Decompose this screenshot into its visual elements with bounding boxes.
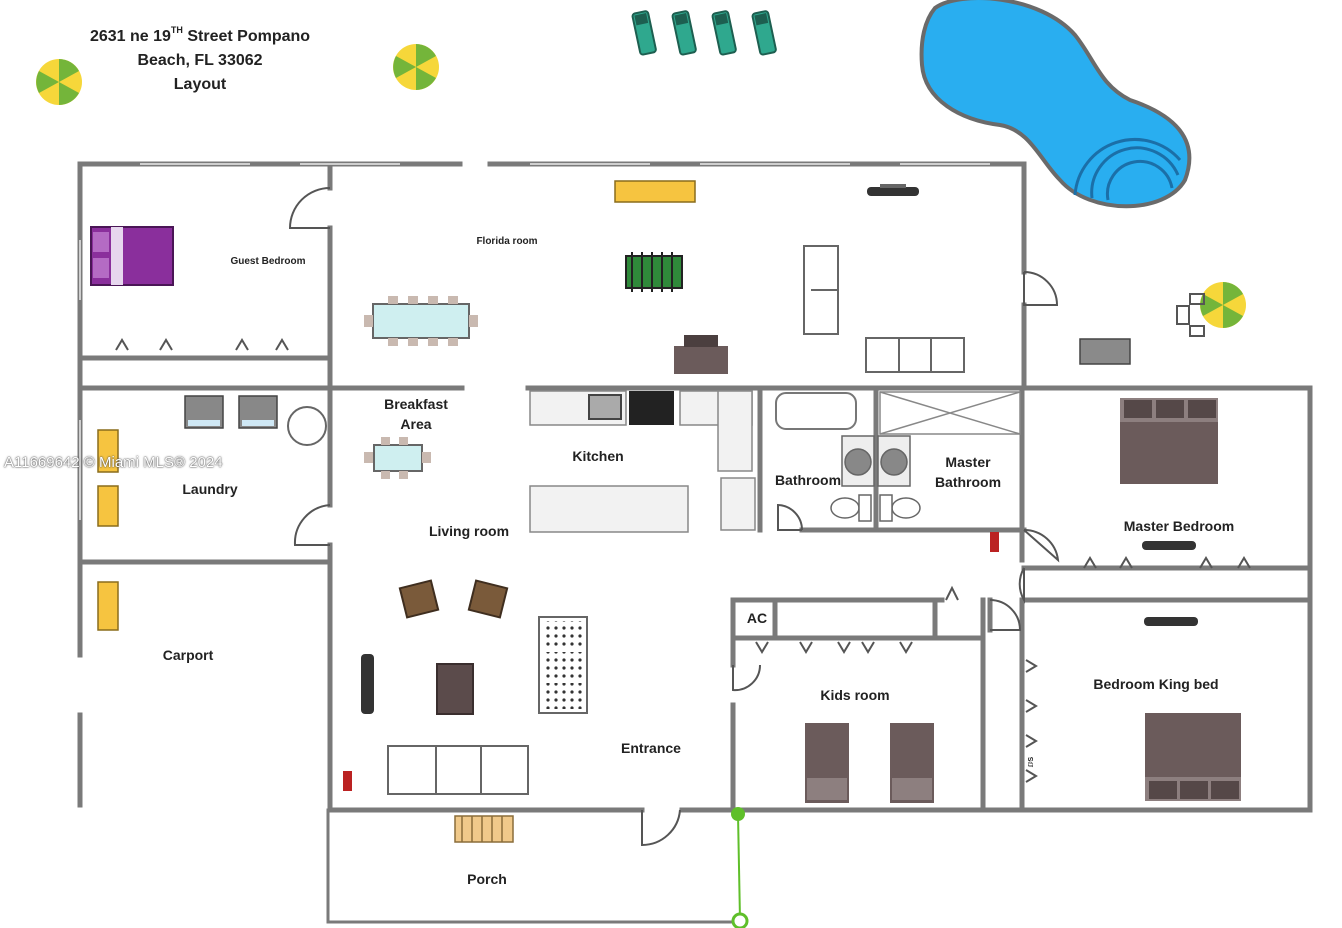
label-ac: AC (747, 610, 767, 626)
watermark: A11669642 © Miami MLS® 2024 (4, 454, 223, 471)
stove-icon (629, 391, 674, 425)
label-breakfast-area-1: Breakfast (384, 396, 448, 412)
label-florida-room: Florida room (476, 236, 537, 247)
bench-icon (614, 180, 696, 203)
label-guest-bedroom: Guest Bedroom (230, 256, 305, 267)
desk-icon (674, 335, 728, 374)
king-bed-icon (1120, 398, 1218, 484)
title-line-3: Layout (174, 76, 227, 93)
dining-table-icon (364, 296, 478, 346)
king-bed-icon (1145, 713, 1241, 801)
coffee-table-icon (538, 616, 588, 714)
umbrella-icon (36, 59, 82, 105)
umbrella-icon (393, 44, 439, 90)
patio-chairs-icon (1176, 293, 1205, 337)
ceiling-fan-icon (867, 184, 919, 196)
umbrella-icon (1200, 282, 1246, 328)
extinguisher-icon (343, 771, 352, 791)
label-closet: ⅅS (1028, 756, 1035, 767)
grill-icon (1079, 338, 1131, 365)
label-bedroom-king-bed: Bedroom King bed (1093, 676, 1218, 692)
label-breakfast-area-2: Area (400, 416, 431, 432)
label-kids-room: Kids room (820, 687, 889, 703)
dimension-marker (731, 807, 749, 928)
armchair-icon (398, 579, 509, 619)
title-line-2: Beach, FL 33062 (137, 52, 262, 69)
sink-icon (588, 394, 622, 420)
label-living-room: Living room (429, 523, 509, 539)
foosball-table-icon (625, 252, 683, 292)
ceiling-fan-icon (1142, 541, 1196, 550)
porch-bench-icon (454, 815, 514, 843)
room-labels: Guest Bedroom Florida room Breakfast Are… (163, 236, 1235, 887)
label-carport: Carport (163, 647, 214, 663)
walls (77, 161, 1313, 924)
shelf-icon (97, 429, 119, 631)
window-marks (79, 163, 990, 520)
label-bathroom: Bathroom (775, 472, 841, 488)
toilet-icon (830, 494, 921, 522)
tv-icon (361, 654, 374, 714)
twin-bed-icon (805, 723, 934, 803)
label-kitchen: Kitchen (572, 448, 623, 464)
pool-icon (919, 0, 1192, 209)
shower-icon (879, 391, 1021, 435)
water-heater-icon (287, 406, 327, 446)
label-master-bedroom: Master Bedroom (1124, 518, 1234, 534)
sofa-icon (387, 745, 529, 795)
plan-title: 2631 ne 19TH Street Pompano Beach, FL 33… (90, 25, 310, 93)
ceiling-fan-icon (1144, 617, 1198, 626)
vanity-icon (841, 435, 911, 487)
bathtub-icon (775, 392, 857, 430)
door-swings (115, 187, 1251, 847)
breakfast-table-icon (364, 437, 431, 479)
washer-dryer-icon (184, 395, 278, 429)
label-laundry: Laundry (182, 481, 237, 497)
title-line-1: 2631 ne 19TH Street Pompano (90, 25, 310, 45)
extinguisher-icon (990, 532, 999, 552)
label-master-bathroom-1: Master (945, 454, 991, 470)
bed-icon (90, 226, 174, 286)
lounge-chairs-icon (631, 10, 777, 56)
label-entrance: Entrance (621, 740, 681, 756)
label-master-bathroom-2: Bathroom (935, 474, 1001, 490)
label-porch: Porch (467, 871, 507, 887)
sofa-icon (803, 245, 965, 373)
ottoman-icon (436, 663, 474, 715)
